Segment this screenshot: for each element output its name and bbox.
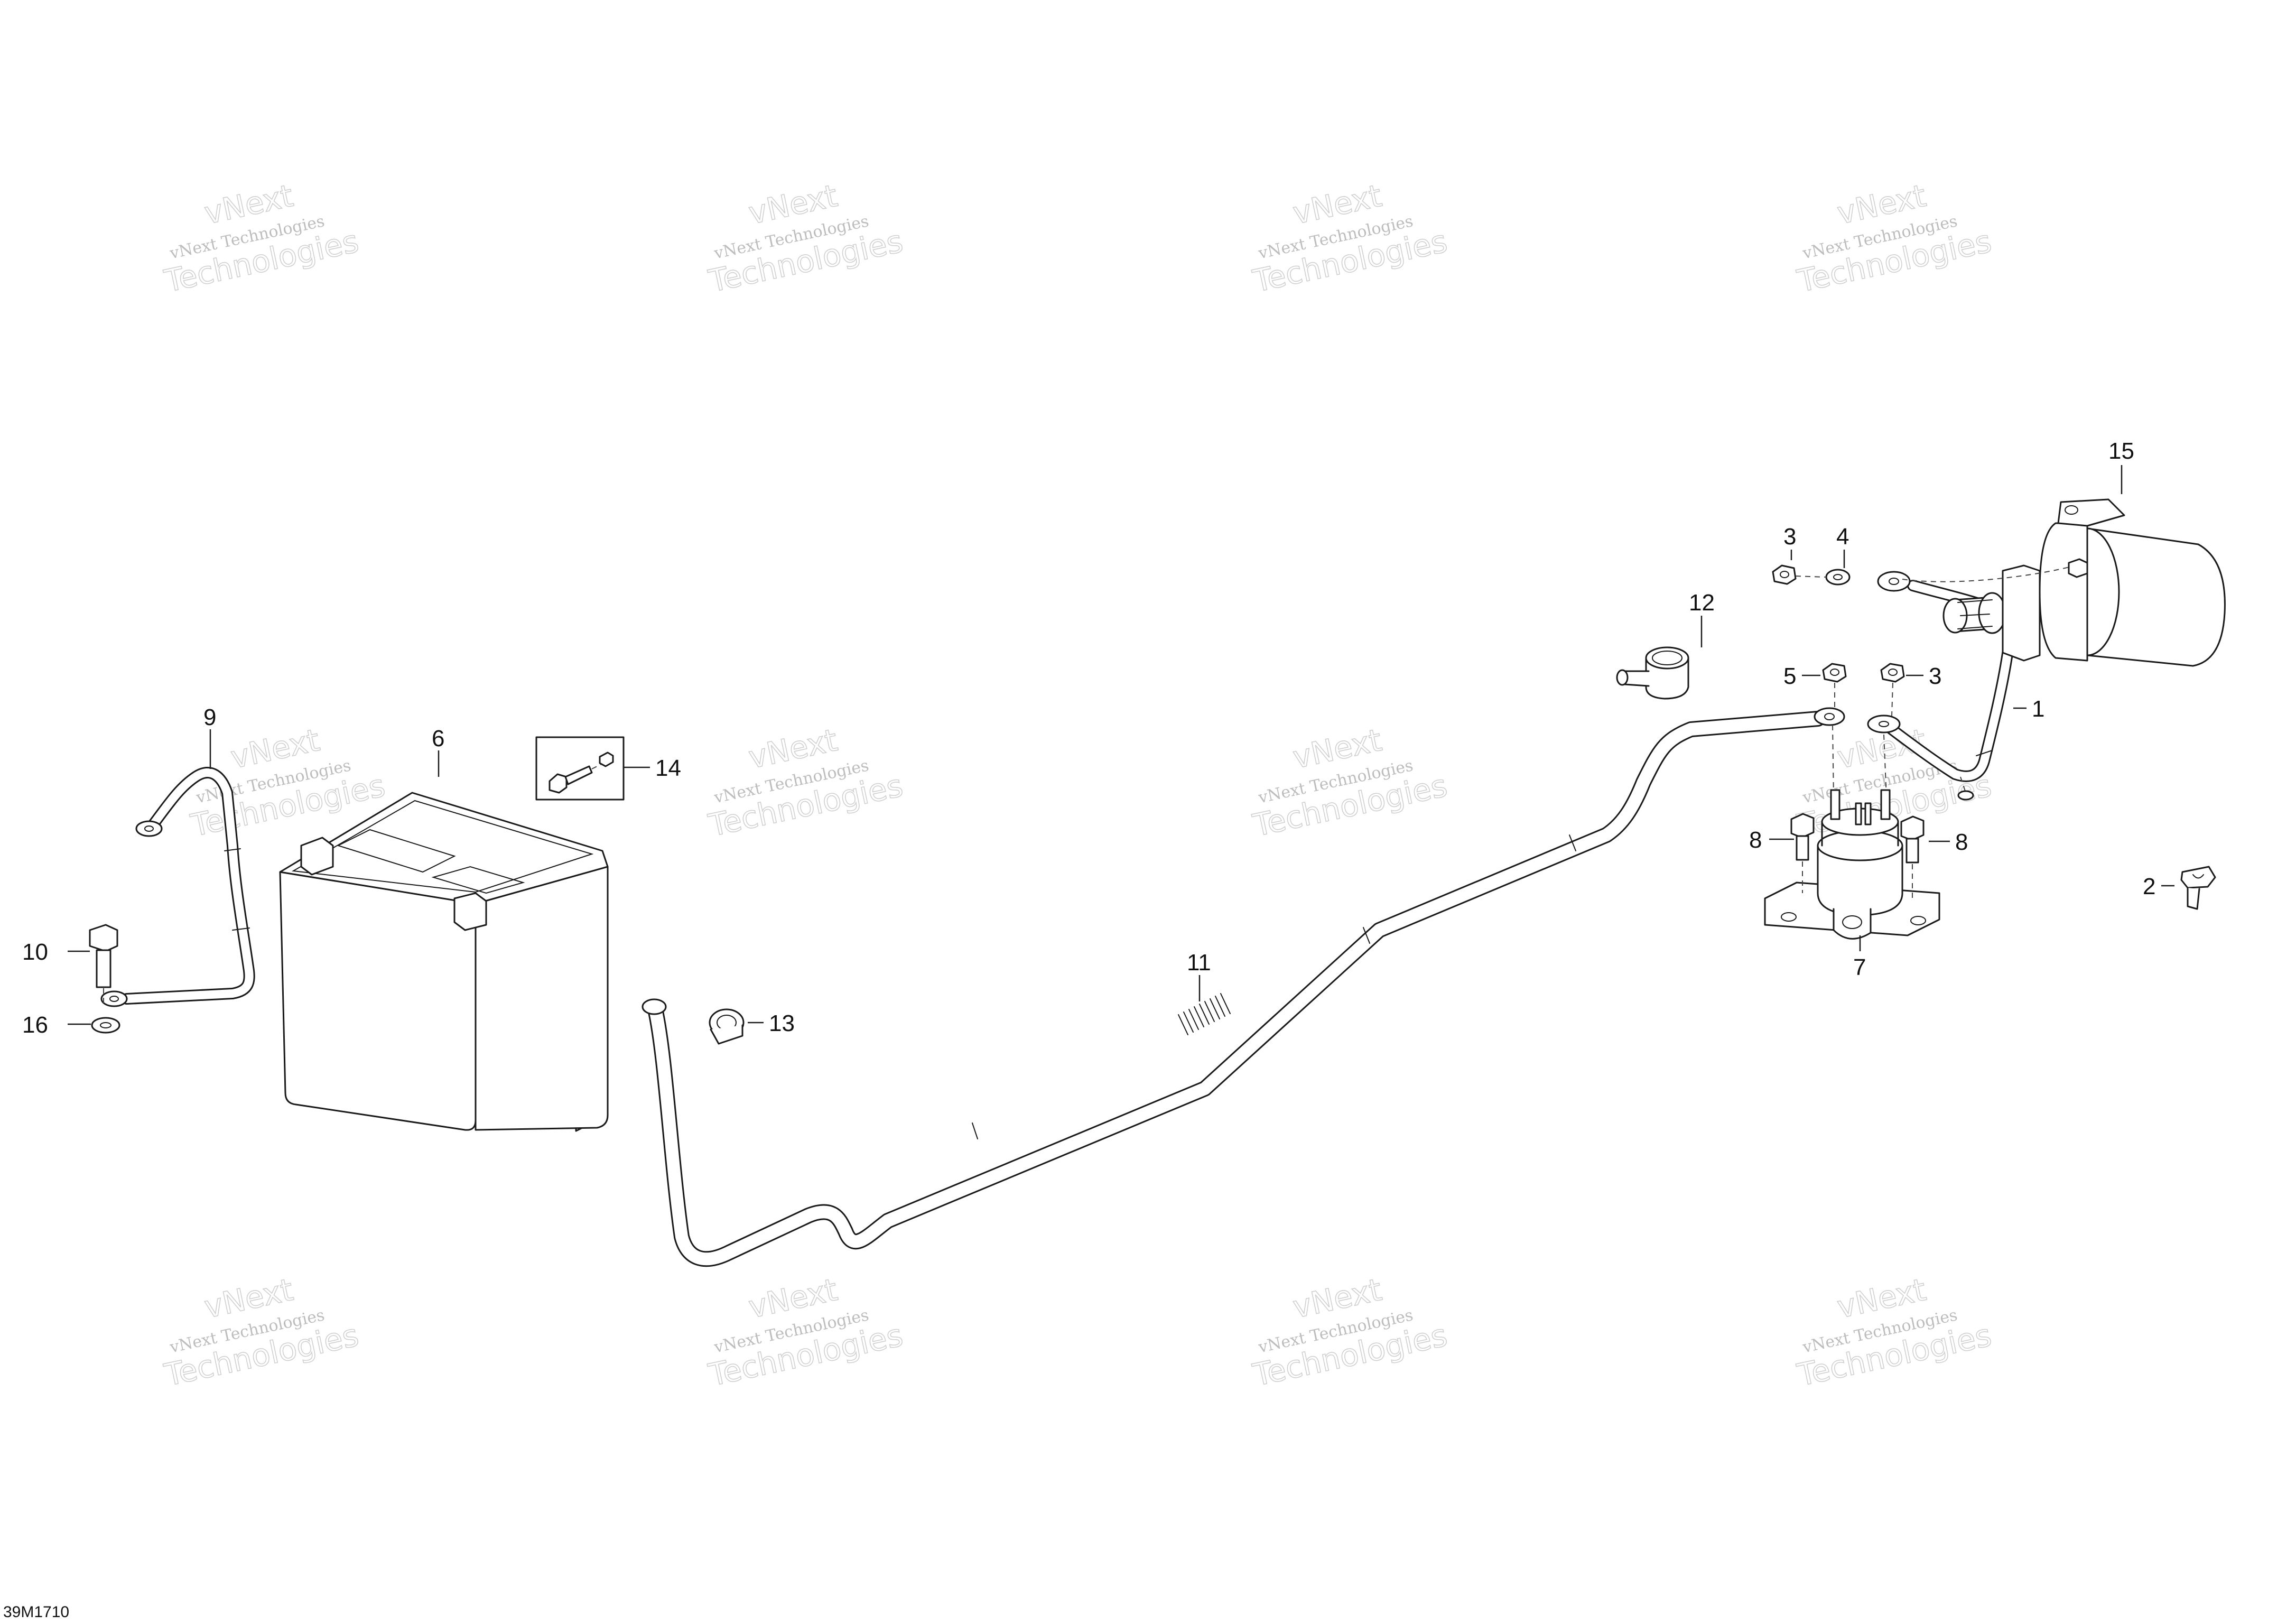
bolt-part-8-left[interactable] <box>1790 813 1815 893</box>
callout-1: 1 <box>2032 696 2044 722</box>
callout-14: 14 <box>655 755 681 781</box>
leader-lines <box>68 465 2174 1025</box>
cable-sleeve <box>1178 993 1231 1035</box>
callout-3-middle: 3 <box>1929 663 1941 689</box>
callout-4: 4 <box>1836 524 1849 550</box>
watermark: vNext vNext Technologies Technologies <box>705 1271 906 1394</box>
callout-2: 2 <box>2143 874 2155 899</box>
drawing-code: 39M1710 <box>3 1603 69 1621</box>
main-cable-part-11[interactable] <box>642 707 1845 1267</box>
watermark: vNext vNext Technologies Technologies <box>1249 721 1451 844</box>
watermark: vNext vNext Technologies Technologies <box>161 177 362 300</box>
watermark: vNext vNext Technologies Technologies <box>705 721 906 844</box>
callout-10: 10 <box>22 939 48 965</box>
callout-6: 6 <box>432 726 444 751</box>
lock-washer-part-16[interactable] <box>91 1017 120 1034</box>
assembly-line <box>1795 576 1827 578</box>
callouts: 1 2 3 4 5 3 6 7 8 8 9 10 11 12 13 14 15 … <box>22 438 2155 1038</box>
starter-motor-part-15[interactable] <box>1942 498 2226 667</box>
watermark: vNext vNext Technologies Technologies <box>1249 177 1451 300</box>
watermark: vNext vNext Technologies Technologies <box>705 177 906 300</box>
callout-12: 12 <box>1689 590 1715 616</box>
solenoid-part-7[interactable] <box>1764 789 1940 940</box>
grommet-part-13[interactable] <box>709 1008 745 1045</box>
assembly-line <box>1902 566 2072 582</box>
battery-part-6[interactable] <box>279 792 609 1132</box>
nut-part-3-top[interactable] <box>1772 564 1797 585</box>
watermark: vNext vNext Technologies Technologies <box>1793 177 1995 300</box>
assembly-line <box>1883 734 1887 799</box>
nut-part-3-middle[interactable] <box>1880 663 1905 683</box>
washer-part-4[interactable] <box>1825 569 1851 586</box>
callout-5: 5 <box>1783 663 1796 689</box>
callout-7: 7 <box>1853 954 1866 980</box>
assembly-line <box>1891 682 1893 717</box>
callout-9: 9 <box>203 704 216 730</box>
watermark: vNext vNext Technologies Technologies <box>1793 1271 1995 1394</box>
watermark: vNext vNext Technologies Technologies <box>161 1271 362 1394</box>
callout-8-right: 8 <box>1955 829 1968 855</box>
ground-cable-part-9[interactable] <box>100 767 255 1007</box>
callout-15: 15 <box>2108 438 2134 464</box>
nut-part-5[interactable] <box>1822 663 1847 683</box>
clip-part-2[interactable] <box>2180 866 2216 910</box>
watermark: vNext vNext Technologies Technologies <box>1249 1271 1451 1394</box>
terminal-cap-part-12[interactable] <box>1616 646 1689 700</box>
callout-11: 11 <box>1187 950 1211 976</box>
screw-kit-part-14[interactable] <box>535 736 625 801</box>
assembly-line <box>1832 725 1834 799</box>
callout-16: 16 <box>22 1012 48 1038</box>
callout-8-left: 8 <box>1749 827 1762 853</box>
bolt-part-10[interactable] <box>89 924 118 1007</box>
callout-13: 13 <box>769 1010 795 1036</box>
watermark-grid: vNext vNext Technologies Technologies vN… <box>161 177 1995 1394</box>
bolt-part-8-right[interactable] <box>1900 815 1925 898</box>
callout-3-top: 3 <box>1783 524 1796 550</box>
